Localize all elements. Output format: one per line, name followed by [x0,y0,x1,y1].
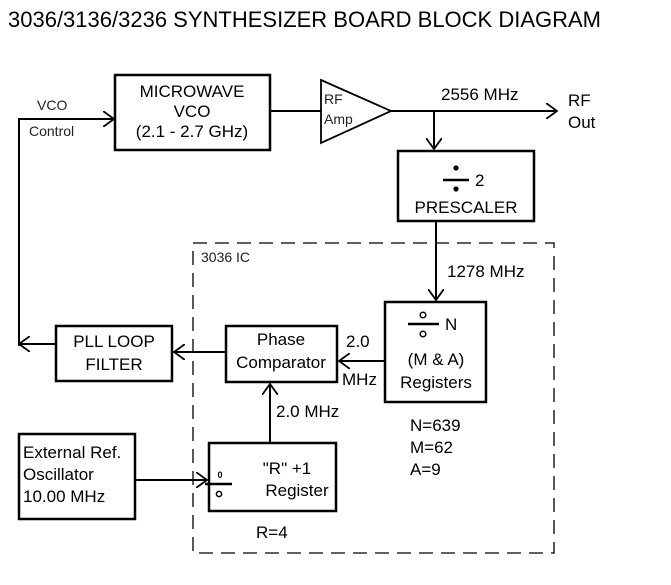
divide-symbol-dot-bottom [419,330,427,338]
ic-boundary [192,242,555,554]
prescaler-block: 2 PRESCALER [396,149,536,223]
vco-label-line3: (2.1 - 2.7 GHz) [136,122,248,141]
rf-amp-block: RF Amp [320,78,394,145]
diagram-title: 3036/3136/3236 SYNTHESIZER BOARD BLOCK D… [8,7,601,32]
vco-control-wire [18,119,114,346]
vco-label-line2: VCO [174,102,211,121]
pll-loop-filter-label-line2: FILTER [85,355,142,374]
pll-loop-filter-label-line1: PLL LOOP [73,332,155,351]
divide-symbol-dot-bottom [453,186,459,192]
n-value: N=639 [410,416,461,435]
phase-comparator-label-line1: Phase [257,330,305,349]
n-divider-block: N (M & A) Registers [383,300,488,404]
prescaler-label: PRESCALER [415,198,518,217]
r-divide-numerator: 0 [217,470,222,480]
r-register-block: 0 "R" +1 Register [205,441,338,513]
rf-amp-label-line2: Amp [324,111,353,127]
vco-label-line1: MICROWAVE [140,82,245,101]
divide-symbol-dot-bottom [215,490,223,498]
r-register-label-line2: Register [265,481,329,500]
a-value: A=9 [410,460,441,479]
rf-out-label-line2: Out [568,113,596,132]
external-ref-oscillator-block: External Ref. Oscillator 10.00 MHz [17,432,137,521]
external-ref-label-line1: External Ref. [23,443,121,462]
external-ref-label-line2: Oscillator [23,465,94,484]
external-ref-label-line3: 10.00 MHz [23,487,105,506]
prescaler-divisor: 2 [475,171,484,190]
prescaled-frequency: 1278 MHz [447,262,524,281]
n-divisor: N [445,315,457,334]
rf-amp-label-line1: RF [324,91,343,107]
n-divider-label-line1: (M & A) [408,350,465,369]
r-value: R=4 [256,523,288,542]
rf-out-label-line1: RF [568,91,591,110]
vco-control-label-line2: Control [29,123,74,139]
n-output-frequency-line2: MHz [342,370,377,389]
r-register-label-line1: "R" +1 [263,459,311,478]
divide-symbol-dot-top [419,311,427,319]
divide-symbol-dot-top [453,165,459,171]
r-output-frequency: 2.0 MHz [276,402,339,421]
n-divider-label-line2: Registers [400,373,472,392]
m-value: M=62 [410,438,453,457]
rf-out-frequency: 2556 MHz [441,85,518,104]
n-output-frequency-line1: 2.0 [346,332,370,351]
phase-comparator-block: Phase Comparator [224,324,339,384]
vco-block: MICROWAVE VCO (2.1 - 2.7 GHz) [113,73,272,152]
phase-comparator-label-line2: Comparator [236,353,326,372]
pll-loop-filter-block: PLL LOOP FILTER [54,324,174,383]
ic-boundary-label: 3036 IC [201,249,250,265]
vco-control-label-line1: VCO [37,97,67,113]
